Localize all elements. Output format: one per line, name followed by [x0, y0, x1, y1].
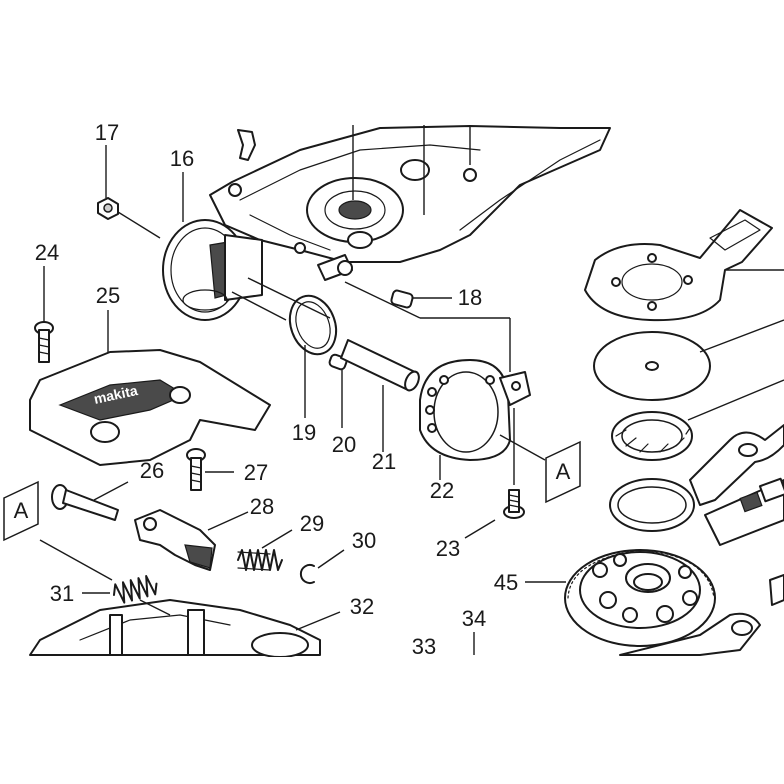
part-24-screw — [34, 321, 54, 363]
needle-bearing — [611, 411, 693, 461]
part-26-bolt — [51, 484, 119, 521]
part-28-lock-lever — [134, 509, 216, 571]
disc-plate — [593, 331, 711, 401]
part-32-lower-housing — [29, 599, 321, 658]
callout-17: 17 — [95, 120, 119, 145]
part-17-nut — [97, 197, 119, 220]
top-margin — [0, 0, 784, 124]
callout-25: 25 — [96, 283, 120, 308]
part-19-ring — [288, 294, 338, 356]
part-25-cover: makita — [29, 349, 271, 466]
reference-box-left-label: A — [14, 498, 29, 523]
callout-26: 26 — [140, 458, 164, 483]
callout-27: 27 — [244, 460, 268, 485]
part-18-sleeve — [390, 289, 414, 309]
callout-18: 18 — [458, 285, 482, 310]
part-21-shaft — [340, 339, 420, 392]
gasket-plate — [584, 209, 773, 322]
callout-45: 45 — [494, 570, 518, 595]
callout-labels: 17 16 24 25 18 19 20 21 22 23 26 27 28 2… — [35, 120, 518, 659]
callout-19: 19 — [292, 420, 316, 445]
callout-31: 31 — [50, 581, 74, 606]
wrench — [689, 424, 784, 546]
leader-lines — [39, 145, 566, 655]
callout-28: 28 — [250, 494, 274, 519]
gear-housing — [209, 125, 611, 281]
callout-20: 20 — [332, 432, 356, 457]
callout-33: 33 — [412, 634, 436, 659]
part-30-retaining-ring — [299, 564, 315, 584]
callout-24: 24 — [35, 240, 59, 265]
callout-29: 29 — [300, 511, 324, 536]
reference-box-right-label: A — [556, 459, 571, 484]
part-16-bearing-housing — [162, 219, 263, 321]
lower-right-bracket — [619, 574, 784, 656]
callout-21: 21 — [372, 449, 396, 474]
part-45-gear — [564, 549, 716, 647]
ring-seal — [609, 478, 695, 532]
callout-23: 23 — [436, 536, 460, 561]
part-27-screw — [186, 448, 206, 491]
reference-box-left: A — [3, 480, 39, 542]
part-29-spring — [237, 549, 283, 571]
callout-22: 22 — [430, 478, 454, 503]
callout-30: 30 — [352, 528, 376, 553]
reference-box-right: A — [545, 440, 581, 504]
bottom-margin — [0, 657, 784, 784]
part-23-screw — [503, 489, 525, 519]
part-31-spring — [112, 575, 158, 604]
callout-34: 34 — [462, 606, 486, 631]
part-22-clamp-band — [419, 359, 531, 461]
callout-32: 32 — [350, 594, 374, 619]
callout-16: 16 — [170, 146, 194, 171]
